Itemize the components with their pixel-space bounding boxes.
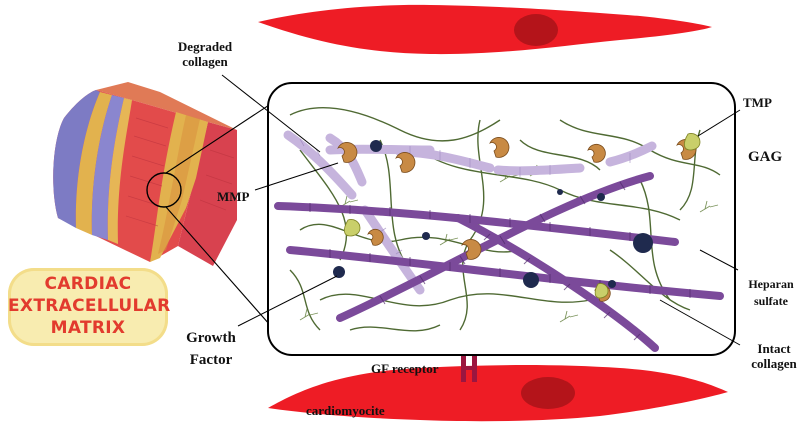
leader-lines xyxy=(221,74,741,346)
label-growth-factor-line1: Growth xyxy=(186,330,236,346)
zoom-circle xyxy=(146,172,182,208)
top-cardiomyocyte xyxy=(258,4,712,55)
label-gag: GAG xyxy=(748,149,783,165)
bottom-cardiomyocyte xyxy=(268,365,728,422)
title-line3: MATRIX xyxy=(50,318,126,338)
growth-factors xyxy=(333,140,653,288)
label-heparan-sulfate-line2: sulfate xyxy=(754,293,788,308)
ecm-contents xyxy=(274,107,724,352)
title-badge: CARDIAC EXTRACELLULAR MATRIX xyxy=(8,268,171,346)
label-cardiomyocite: cardiomyocite xyxy=(306,403,385,418)
label-intact-collagen-line1: Intact xyxy=(757,341,791,356)
label-intact-collagen: Intact collagen xyxy=(742,341,806,372)
label-intact-collagen-line2: collagen xyxy=(751,355,797,371)
title-line1: CARDIAC xyxy=(44,274,132,294)
label-heparan-sulfate-line1: Heparan xyxy=(748,277,794,291)
label-growth-factor: Growth Factor xyxy=(178,328,244,372)
label-gf-receptor: GF receptor xyxy=(371,361,439,376)
tmp-inhibitors xyxy=(344,133,701,299)
label-tmp: TMP xyxy=(743,95,772,110)
label-degraded-collagen-line1: Degraded xyxy=(177,39,233,54)
label-degraded-collagen-line2: collagen xyxy=(182,53,228,69)
top-nucleus xyxy=(514,14,558,46)
label-heparan-sulfate: Heparan sulfate xyxy=(738,277,804,309)
intact-collagen-fibers xyxy=(274,172,724,352)
heart-tissue-block xyxy=(53,82,237,266)
label-growth-factor-line2: Factor xyxy=(189,351,233,368)
bottom-nucleus xyxy=(521,377,575,409)
title-line2: EXTRACELLULAR xyxy=(8,296,171,316)
label-mmp: MMP xyxy=(217,189,250,204)
label-degraded-collagen: Degraded collagen xyxy=(162,39,248,70)
